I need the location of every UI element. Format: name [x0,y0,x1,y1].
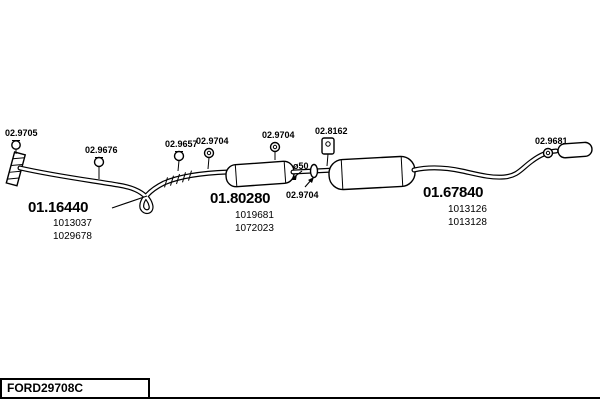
hanger-icon-9681 [542,147,554,159]
rear-muffler [328,155,416,191]
tailpipe [411,148,559,180]
tailpipe-tip [557,141,593,159]
drawing-number-box: FORD29708C [0,378,150,399]
part-code-center: 01.80280 [210,190,270,207]
part-ref: 1029678 [53,231,92,242]
part-ref: 1013037 [53,218,92,229]
label-9704-1: 02.9704 [196,136,229,146]
pipe-clamp [309,163,319,179]
front-pipe [17,165,231,215]
hanger-icon-9704-1 [203,147,215,170]
label-9705: 02.9705 [5,128,38,138]
part-code-front: 01.16440 [28,199,88,216]
label-diameter: ø50 [293,161,309,171]
label-9657: 02.9657 [165,139,198,149]
label-8162: 02.8162 [315,126,348,136]
clamp-icon-9705 [11,140,21,154]
flex-coupling-hatch [164,170,192,188]
hanger-icon-9704-2 [269,141,281,160]
label-9704-2: 02.9704 [262,130,295,140]
drawing-number: FORD29708C [7,381,84,395]
bottom-rule [0,397,600,399]
part-ref: 1013126 [448,204,487,215]
part-ref: 1019681 [235,210,274,221]
bracket-icon-8162 [321,137,335,167]
arrow-clamp-below [304,177,314,188]
label-9704-3: 02.9704 [286,190,319,200]
label-9681: 02.9681 [535,136,568,146]
part-code-rear: 01.67840 [423,184,483,201]
clamp-icon-9676 [93,156,105,179]
center-muffler [225,160,295,188]
leader-front-pipe [111,195,148,209]
clamp-icon-9657 [173,150,185,172]
part-ref: 1013128 [448,217,487,228]
label-9676: 02.9676 [85,145,118,155]
front-flange [5,151,27,187]
part-ref: 1072023 [235,223,274,234]
arrow-diameter [291,170,303,180]
